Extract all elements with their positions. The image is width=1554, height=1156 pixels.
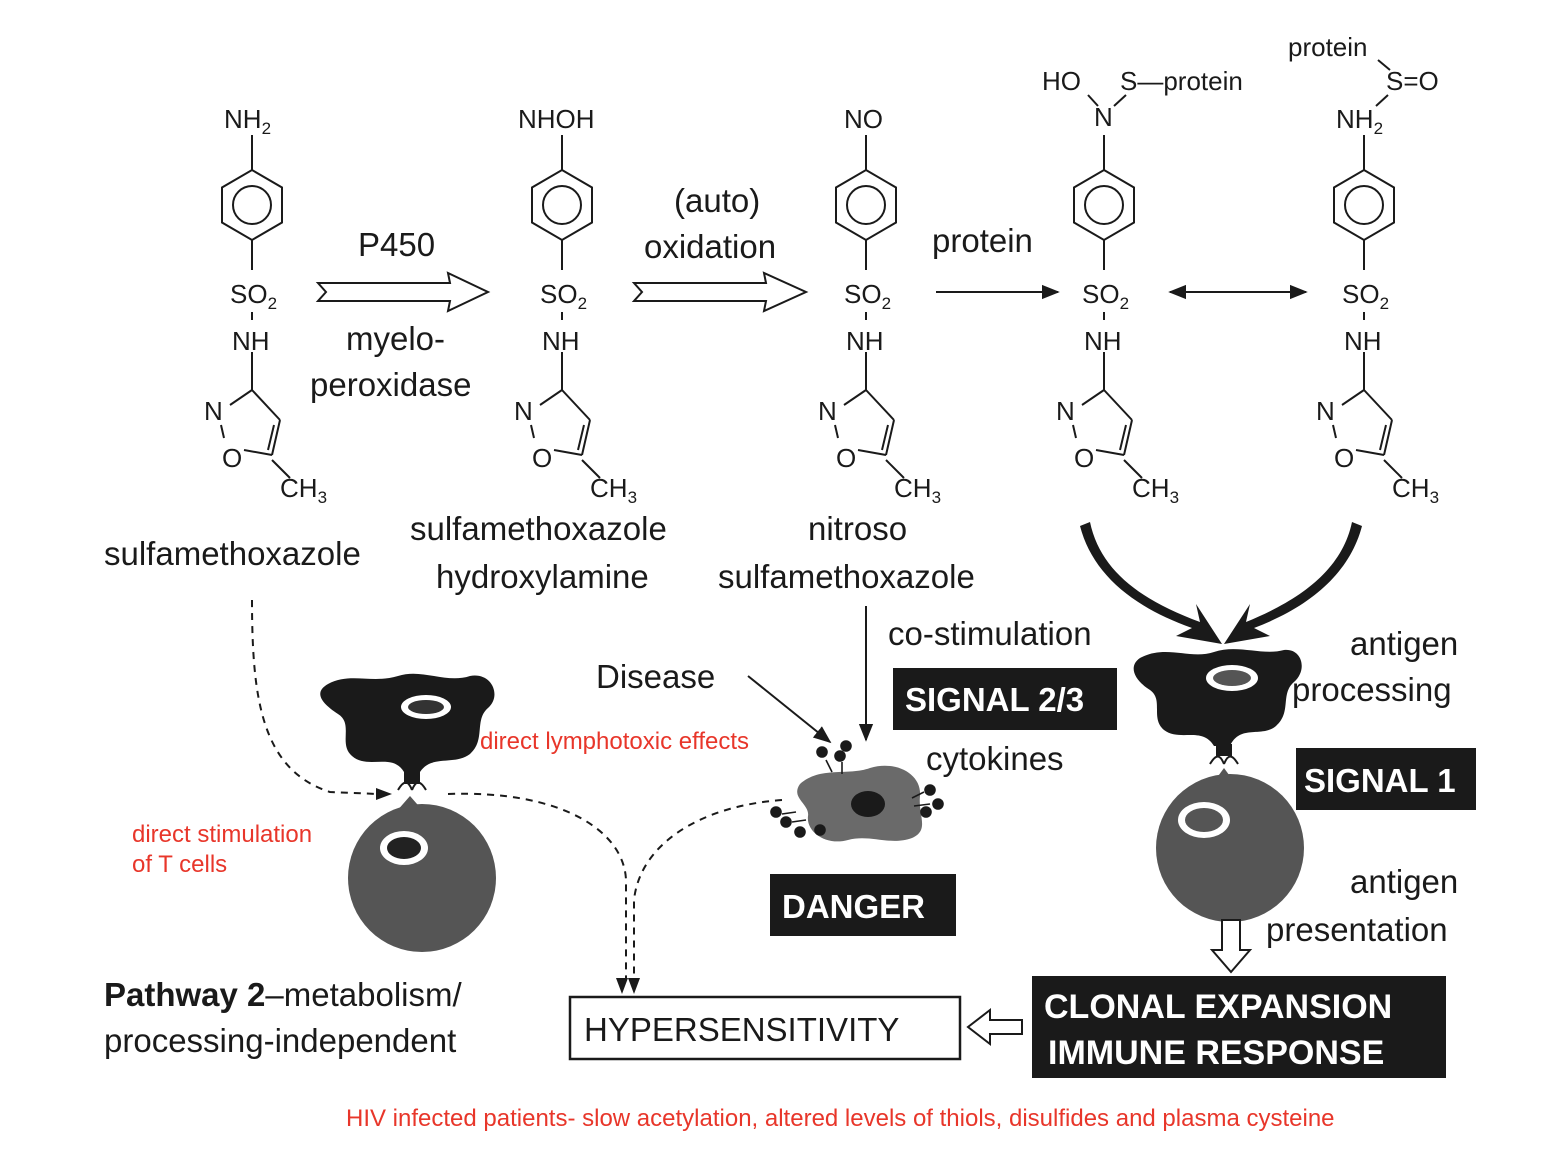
ring-oxygen: O bbox=[222, 443, 242, 473]
compound-name-hydroxylamine: hydroxylamine bbox=[436, 558, 649, 595]
label-hypersensitivity: HYPERSENSITIVITY bbox=[584, 1011, 899, 1048]
nh-group: NH bbox=[846, 326, 884, 356]
nhoh-group: NHOH bbox=[518, 104, 595, 134]
signal-23-box bbox=[893, 668, 1117, 730]
enzyme-p450: P450 bbox=[358, 226, 435, 263]
dashed-path-smx-to-cell bbox=[251, 599, 379, 795]
label-protein: protein bbox=[932, 222, 1033, 259]
label-signal-1: SIGNAL 1 bbox=[1304, 762, 1456, 799]
no-group: NO bbox=[844, 104, 883, 134]
label-presentation: presentation bbox=[1266, 911, 1448, 948]
nh-group: NH bbox=[1084, 326, 1122, 356]
n-atom: N bbox=[1094, 102, 1113, 132]
so2-group: SO2 bbox=[1342, 279, 1389, 313]
label-auto: (auto) bbox=[674, 182, 760, 219]
ho-group: HO bbox=[1042, 66, 1081, 96]
so2-group: SO2 bbox=[844, 279, 891, 313]
nh2-group: NH2 bbox=[224, 104, 271, 138]
label-antigen-2: antigen bbox=[1350, 863, 1458, 900]
ch3-group: CH3 bbox=[1392, 473, 1439, 507]
annotation-direct-stimulation: direct stimulation bbox=[132, 821, 312, 848]
annotation-of-t-cells: of T cells bbox=[132, 851, 227, 878]
pathway-2-subtitle: processing-independent bbox=[104, 1022, 456, 1059]
converge-arrow-right bbox=[1224, 522, 1362, 644]
molecule-hydroxylamine: NHOH SO2 NH N O CH3 bbox=[514, 104, 637, 507]
ring-nitrogen: N bbox=[1316, 396, 1335, 426]
nucleus-icon bbox=[408, 700, 444, 714]
so2-group: SO2 bbox=[1082, 279, 1129, 313]
label-clonal-expansion: CLONAL EXPANSION bbox=[1044, 988, 1392, 1026]
label-signal-23: SIGNAL 2/3 bbox=[905, 681, 1084, 718]
nh-group: NH bbox=[542, 326, 580, 356]
antigen-presenting-cell-right bbox=[1133, 649, 1302, 765]
enzyme-myelo: myelo- bbox=[346, 320, 445, 357]
ring-nitrogen: N bbox=[204, 396, 223, 426]
label-danger: DANGER bbox=[782, 888, 925, 925]
protein-label: protein bbox=[1288, 32, 1368, 62]
annotation-hiv-note: HIV infected patients- slow acetylation,… bbox=[346, 1105, 1335, 1132]
so2-group: SO2 bbox=[230, 279, 277, 313]
ch3-group: CH3 bbox=[894, 473, 941, 507]
open-arrow-down bbox=[1209, 919, 1253, 974]
ring-oxygen: O bbox=[836, 443, 856, 473]
ch3-group: CH3 bbox=[280, 473, 327, 507]
label-processing: processing bbox=[1292, 671, 1452, 708]
clonal-expansion-box bbox=[1032, 976, 1446, 1078]
ring-nitrogen: N bbox=[818, 396, 837, 426]
ring-oxygen: O bbox=[1334, 443, 1354, 473]
label-co-stimulation: co-stimulation bbox=[888, 615, 1092, 652]
open-arrow-step1 bbox=[315, 271, 491, 313]
s-eq-o-group: S=O bbox=[1386, 66, 1439, 96]
molecule-nitroso: NO SO2 NH N O CH3 bbox=[818, 104, 941, 507]
signal-1-box bbox=[1296, 748, 1476, 810]
nh-group: NH bbox=[232, 326, 270, 356]
dashed-path-tcell-to-hypersensitivity bbox=[447, 792, 627, 980]
danger-cell bbox=[770, 740, 944, 842]
ch3-group: CH3 bbox=[1132, 473, 1179, 507]
arrow-disease bbox=[747, 675, 832, 744]
nucleus-icon bbox=[387, 837, 421, 859]
ring-oxygen: O bbox=[532, 443, 552, 473]
label-immune-response: IMMUNE RESPONSE bbox=[1048, 1034, 1384, 1072]
ring-nitrogen: N bbox=[514, 396, 533, 426]
t-cell-right bbox=[1156, 768, 1304, 922]
label-oxidation: oxidation bbox=[644, 228, 776, 265]
nucleus-icon bbox=[1213, 670, 1251, 686]
label-cytokines: cytokines bbox=[926, 740, 1064, 777]
nucleus-icon bbox=[1185, 808, 1223, 832]
s-protein-group: S—protein bbox=[1120, 66, 1243, 96]
compound-name-smx-line1: sulfamethoxazole bbox=[410, 510, 667, 547]
open-arrow-step2 bbox=[631, 271, 809, 313]
ring-oxygen: O bbox=[1074, 443, 1094, 473]
enzyme-peroxidase: peroxidase bbox=[310, 366, 471, 403]
nh-group: NH bbox=[1344, 326, 1382, 356]
open-arrow-left bbox=[966, 1007, 1023, 1047]
compound-name-nitroso: nitroso bbox=[808, 510, 907, 547]
nucleus-icon bbox=[851, 791, 885, 817]
annotation-direct-lymphotoxic: direct lymphotoxic effects bbox=[480, 728, 749, 755]
compound-name-smx-line2: sulfamethoxazole bbox=[718, 558, 975, 595]
antigen-presenting-cell-left bbox=[320, 673, 495, 791]
nh2-group: NH2 bbox=[1336, 104, 1383, 138]
ch3-group: CH3 bbox=[590, 473, 637, 507]
pathway-2-title: Pathway 2–metabolism/ bbox=[104, 976, 462, 1013]
label-antigen-1: antigen bbox=[1350, 625, 1458, 662]
hypersensitivity-box bbox=[568, 995, 962, 1061]
danger-box bbox=[770, 874, 956, 936]
molecule-protein-adduct-2: protein S=O NH2 SO2 NH N O CH3 bbox=[1288, 32, 1439, 507]
converge-arrow-left bbox=[1080, 522, 1222, 644]
ring-nitrogen: N bbox=[1056, 396, 1075, 426]
molecule-sulfamethoxazole: NH2 SO2 NH N O CH3 bbox=[204, 104, 327, 507]
so2-group: SO2 bbox=[540, 279, 587, 313]
t-cell-left bbox=[348, 796, 496, 952]
dashed-path-danger-to-hypersensitivity bbox=[633, 799, 783, 980]
molecule-protein-adduct-1: HO N S—protein SO2 NH N O CH3 bbox=[1042, 66, 1243, 507]
label-disease: Disease bbox=[596, 658, 715, 695]
compound-name-sulfamethoxazole: sulfamethoxazole bbox=[104, 535, 361, 572]
